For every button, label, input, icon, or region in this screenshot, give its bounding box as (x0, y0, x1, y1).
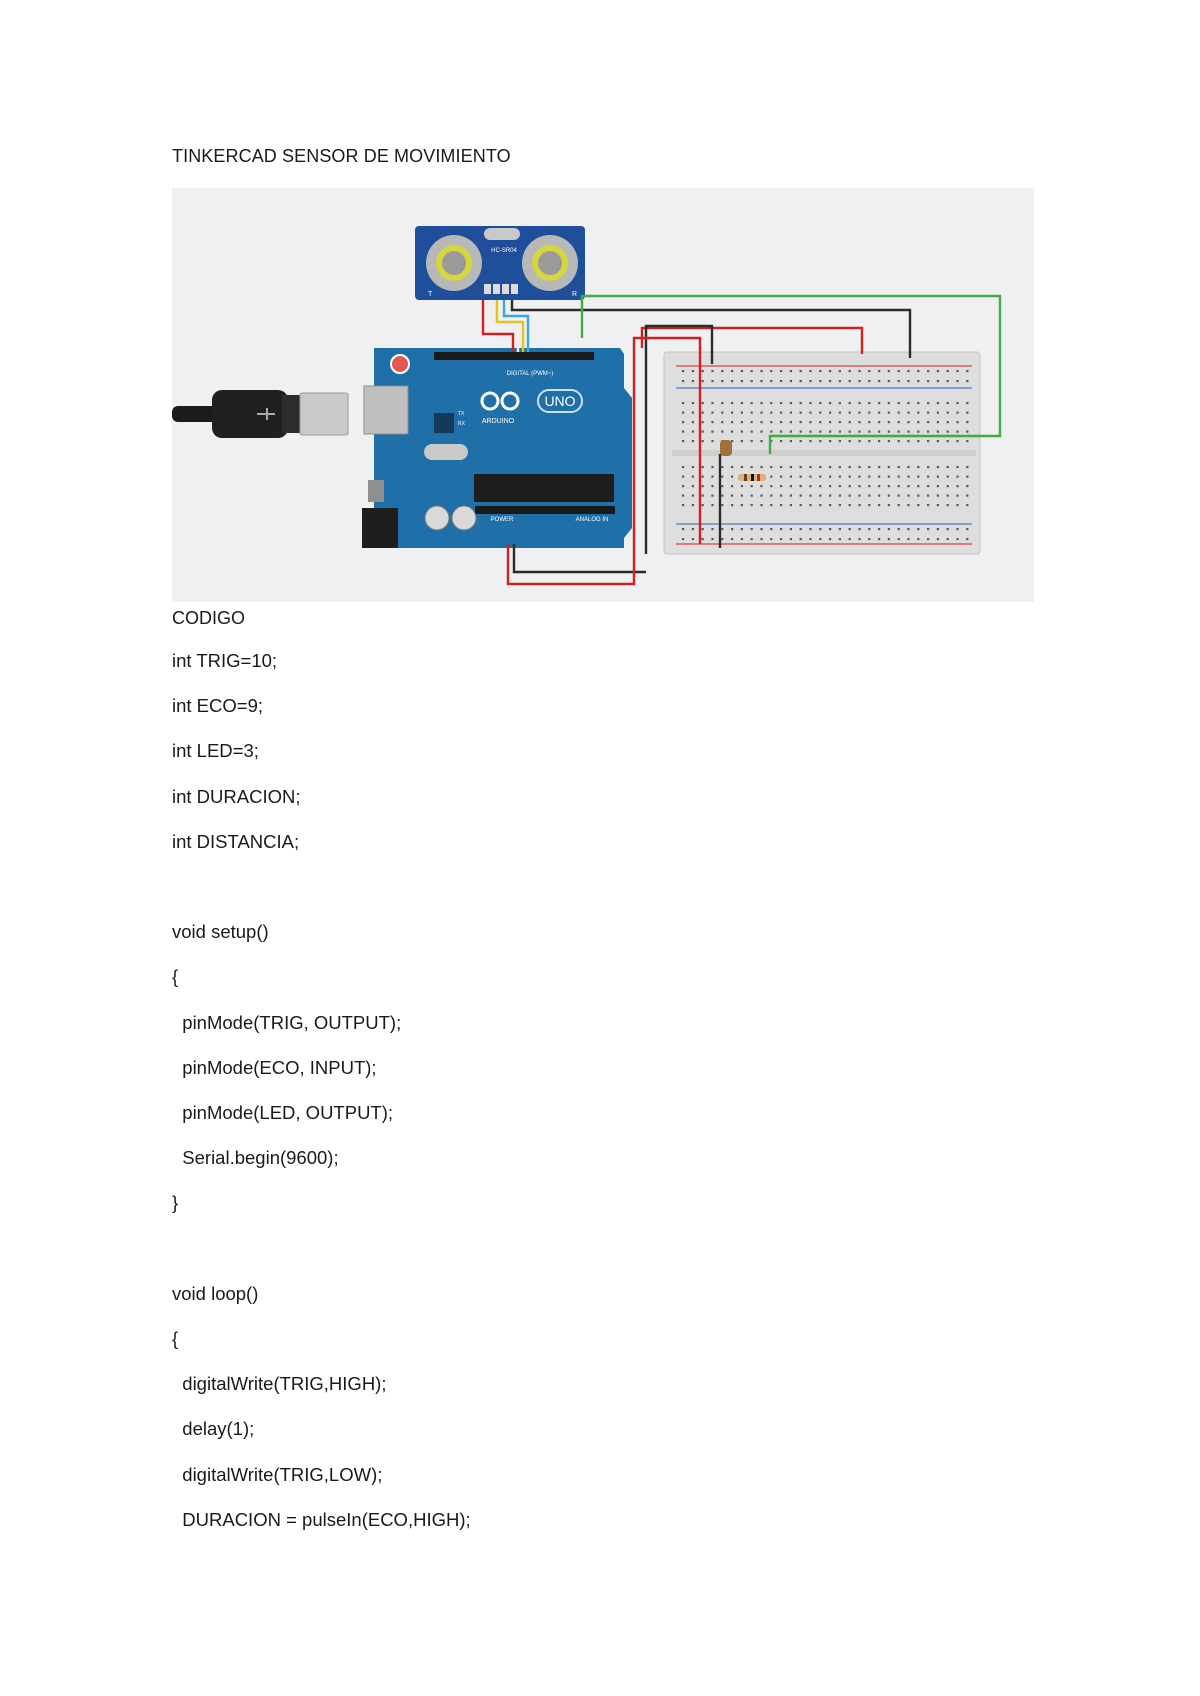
code-line: pinMode(ECO, INPUT); (172, 1056, 377, 1078)
code-line: digitalWrite(TRIG,LOW); (172, 1463, 383, 1485)
code-line: DURACION = pulseIn(ECO,HIGH); (172, 1508, 471, 1530)
code-line: int DISTANCIA; (172, 830, 300, 852)
code-line: void setup() (172, 921, 269, 943)
sensor-model-label: HC-SR04 (491, 248, 517, 254)
ultrasonic-sensor: HC-SR04 T R (415, 226, 585, 300)
code-line: int TRIG=10; (172, 650, 278, 671)
code-line: Serial.begin(9600); (172, 1147, 339, 1169)
code-line: { (172, 966, 179, 988)
code-line: int DURACION; (172, 785, 301, 807)
code-heading: CODIGO (172, 608, 246, 628)
sensor-t-label: T (428, 291, 433, 298)
document-title: TINKERCAD SENSOR DE MOVIMIENTO (172, 146, 511, 166)
code-line: delay(1); (172, 1418, 255, 1440)
code-line: pinMode(TRIG, OUTPUT); (172, 1011, 402, 1033)
code-line: int LED=3; (172, 740, 259, 762)
circuit-figure: UNO ARDUINO DIGITAL (PWM~) POWER ANALOG … (172, 188, 1034, 602)
board-model-label: UNO (544, 393, 575, 409)
analog-pins-label: ANALOG IN (576, 517, 609, 523)
circuit-diagram: UNO ARDUINO DIGITAL (PWM~) POWER ANALOG … (172, 226, 1002, 586)
code-line: } (172, 1192, 179, 1214)
digital-pins-label: DIGITAL (PWM~) (507, 371, 554, 377)
code-line: digitalWrite(TRIG,HIGH); (172, 1373, 387, 1395)
sensor-r-label: R (572, 291, 577, 298)
tx-label: TX (458, 411, 465, 417)
usb-cable (172, 390, 349, 438)
board-brand-label: ARDUINO (482, 418, 515, 425)
code-line: { (172, 1328, 179, 1349)
breadboard (663, 351, 981, 555)
code-line: pinMode(LED, OUTPUT); (172, 1102, 394, 1123)
wires (481, 294, 1002, 586)
rx-label: RX (458, 421, 466, 427)
arduino-board: UNO ARDUINO DIGITAL (PWM~) POWER ANALOG … (362, 348, 632, 548)
power-pins-label: POWER (491, 517, 514, 523)
code-line: void loop() (172, 1282, 259, 1304)
code-line: int ECO=9; (172, 695, 264, 717)
